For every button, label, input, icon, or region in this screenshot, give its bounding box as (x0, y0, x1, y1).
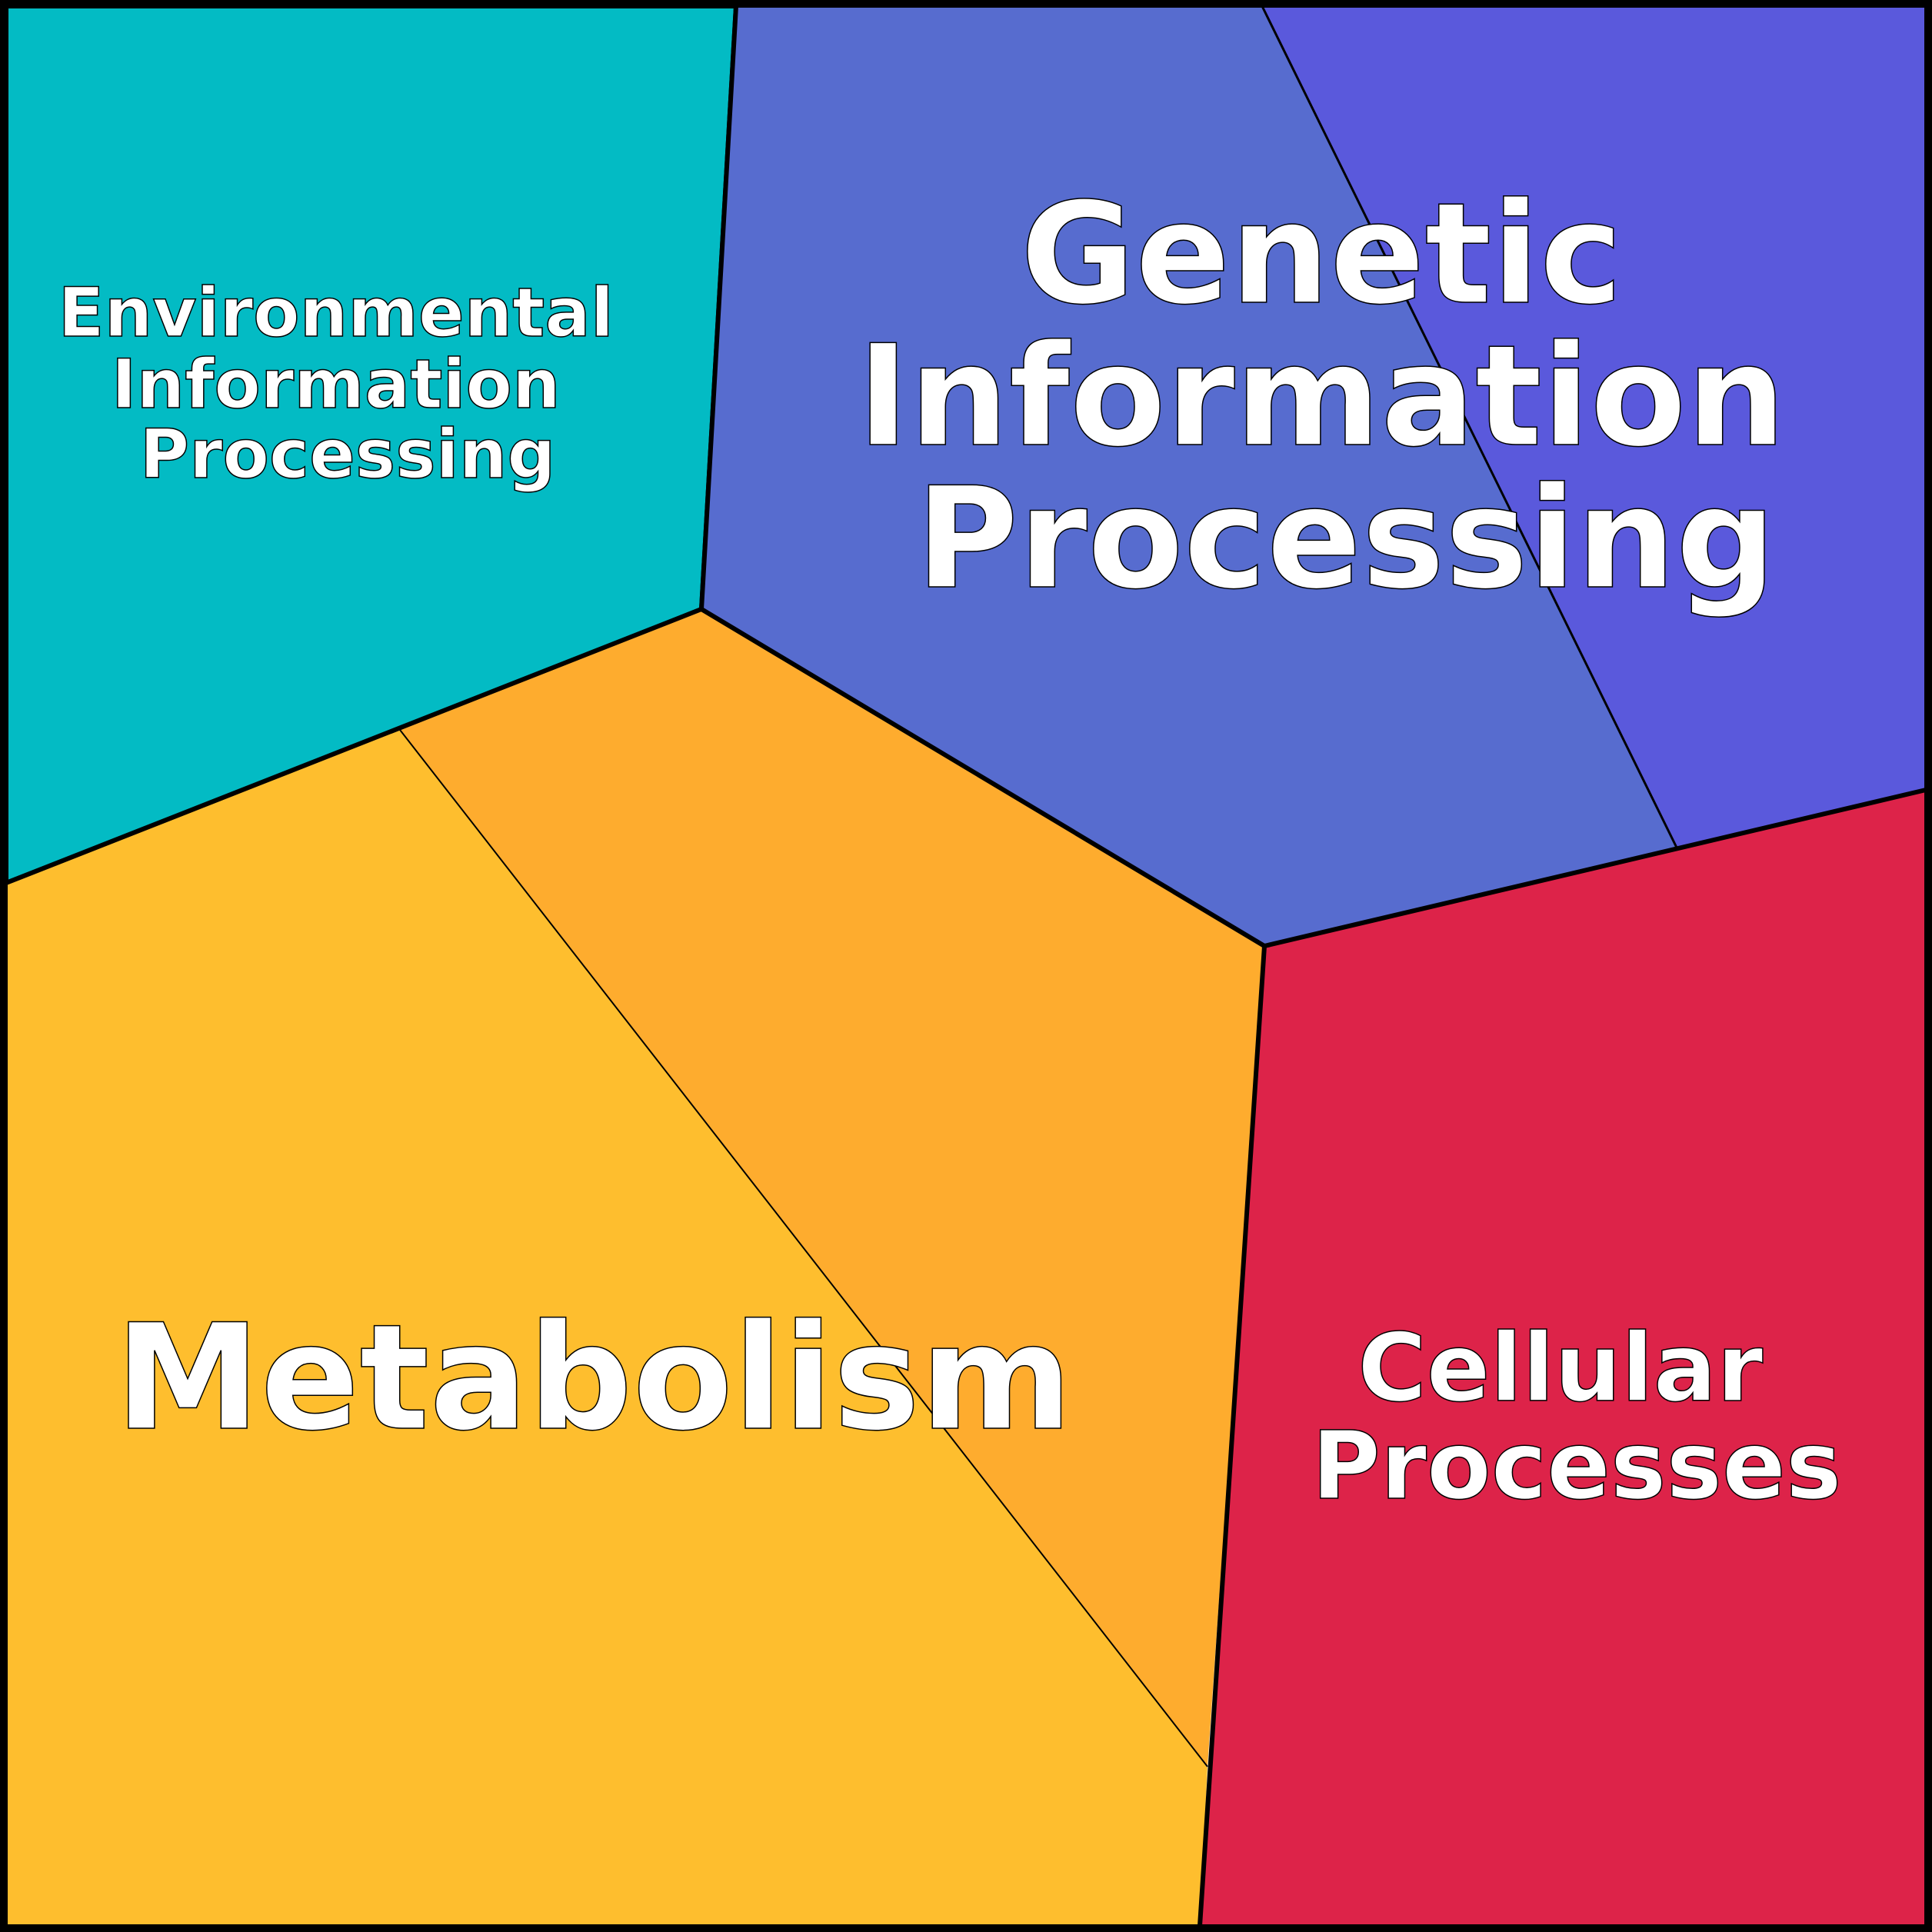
category-boundaries-left (5, 607, 703, 885)
metabolism-subcell-boundary (399, 729, 1208, 1767)
category-boundaries-right (1264, 788, 1927, 948)
region-metabolism[interactable] (6, 730, 1208, 1926)
label-cellular-processes: Cellular Processes (1311, 1314, 1841, 1521)
label-genetic-information-processing: Genetic Information Processing (857, 172, 1834, 620)
region-metabolism-subcell[interactable] (400, 609, 1264, 1767)
genetic-subcell-boundary (1261, 5, 1678, 848)
label-metabolism: Metabolism (115, 1293, 1073, 1463)
category-boundaries (699, 5, 1267, 1927)
region-genetic-information-processing[interactable] (701, 6, 1677, 946)
region-genetic-subcell[interactable] (1262, 6, 1926, 848)
label-environmental-information-processing: Environmental Information Processing (58, 273, 637, 494)
region-cellular-processes[interactable] (1200, 790, 1926, 1926)
